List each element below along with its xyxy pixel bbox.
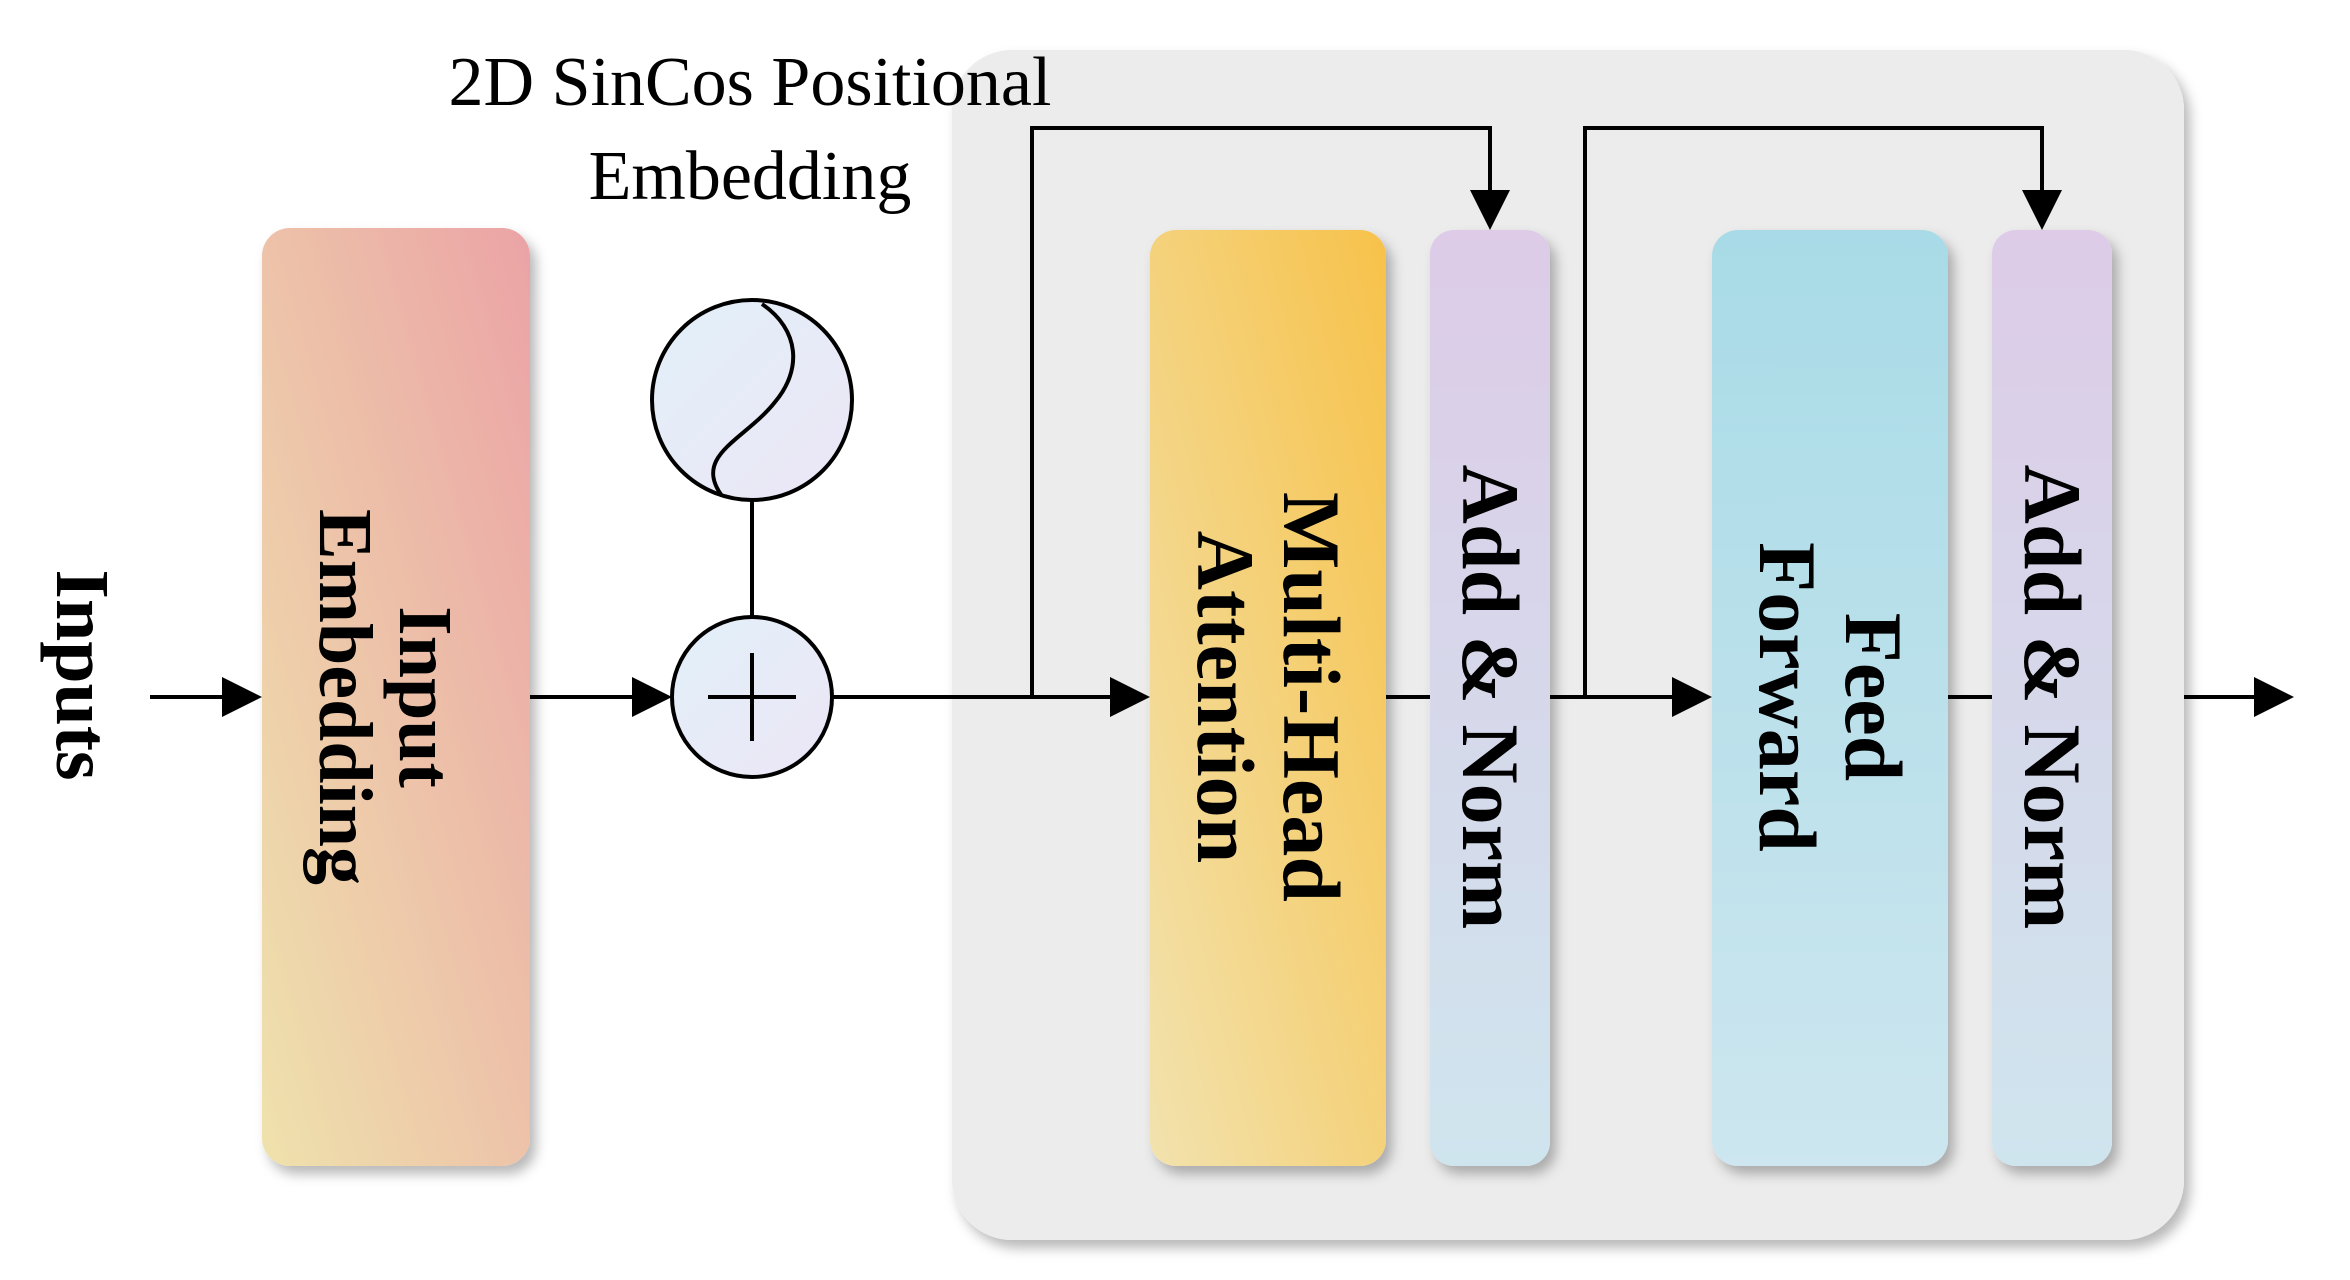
add-norm-label-2: Add & Norm xyxy=(2007,464,2098,930)
plus-icon xyxy=(670,615,834,779)
positional-embedding-label: 2D SinCos Positional Embedding xyxy=(448,43,1052,216)
add-norm-block-1 xyxy=(1430,230,1550,1166)
inputs-label: Inputs xyxy=(40,569,124,781)
sine-wave-icon xyxy=(650,298,854,502)
residual-arrow-1 xyxy=(1030,126,1510,697)
input-embedding-block xyxy=(262,228,530,1166)
flow-arrows xyxy=(150,126,2294,717)
feed-forward-block xyxy=(1712,230,1948,1166)
multi-head-attention-block xyxy=(1150,230,1386,1166)
input-embedding-label: Input Embedding xyxy=(303,509,467,885)
add-norm-label-1: Add & Norm xyxy=(1445,464,1536,930)
multi-head-attention-label: Multi-Head Attention xyxy=(1180,492,1358,902)
residual-arrow-2 xyxy=(1583,126,2062,697)
feed-forward-label: Feed Forward xyxy=(1742,542,1920,852)
add-norm-block-2 xyxy=(1992,230,2112,1166)
